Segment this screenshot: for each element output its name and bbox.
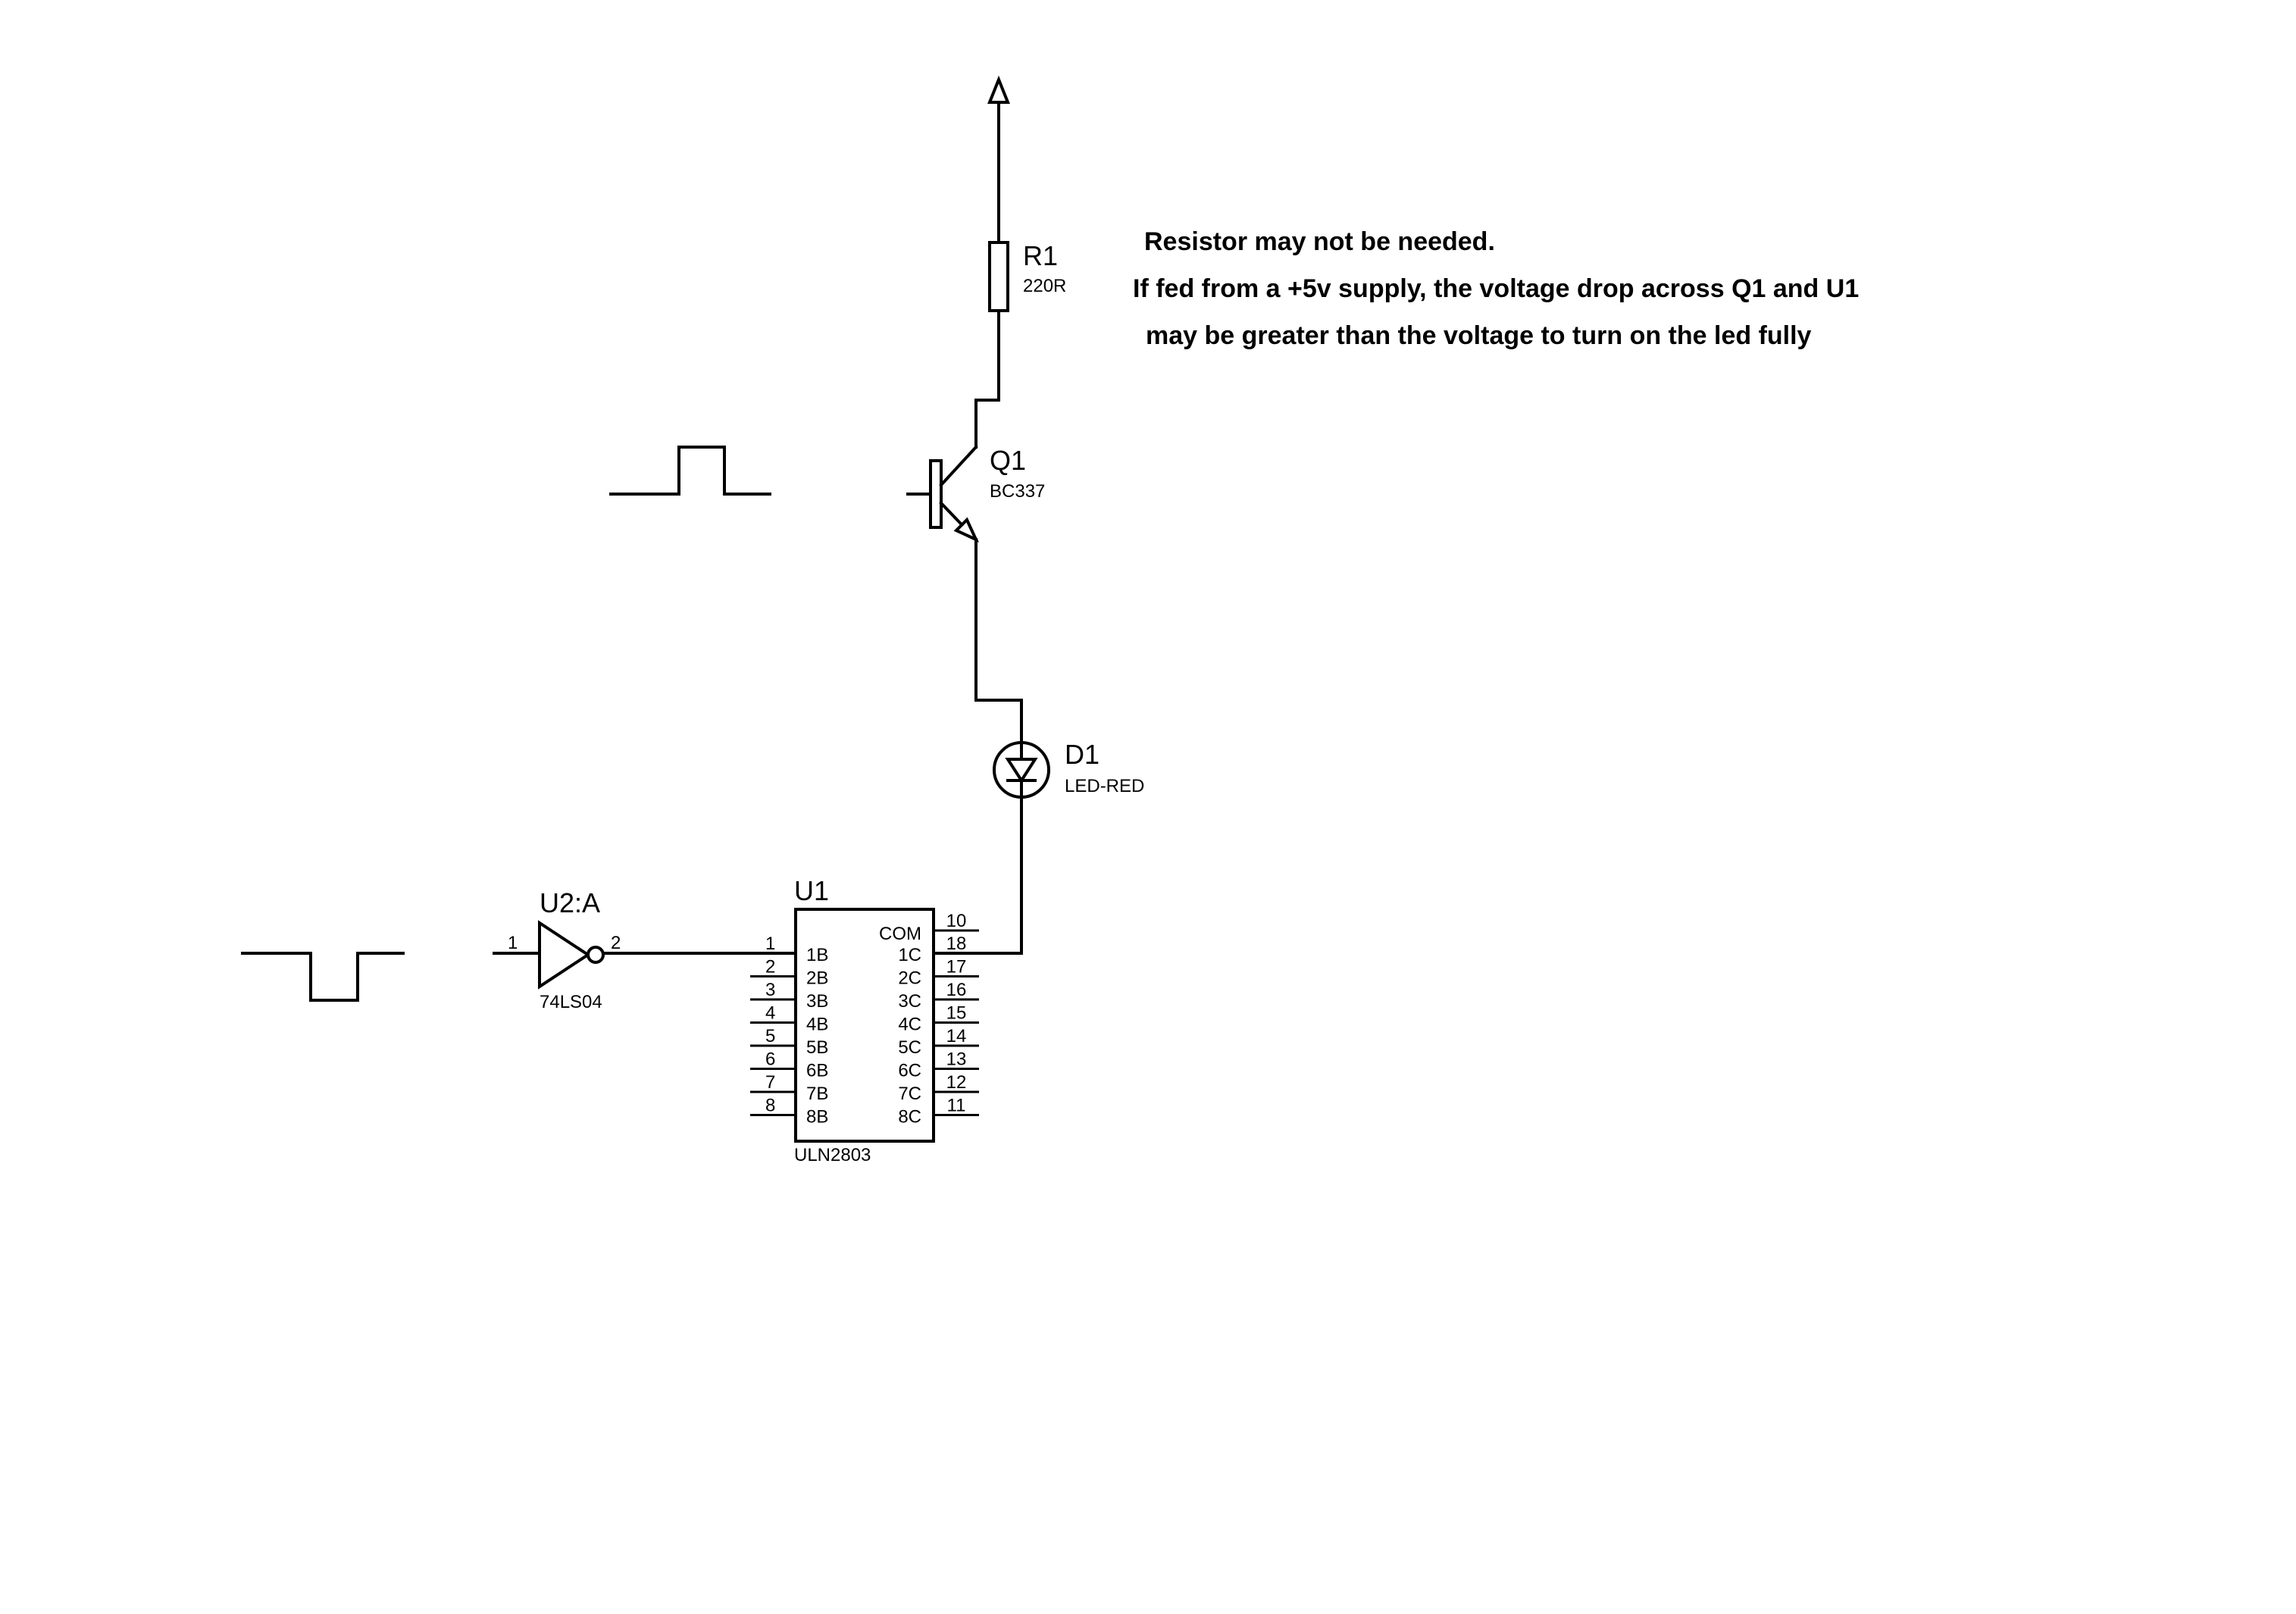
q1-emitter-arrow-icon	[953, 517, 980, 543]
u1-body	[794, 908, 935, 1143]
u1-output-pin-label: 5C	[898, 1037, 921, 1058]
u2-ref-label: U2:A	[540, 887, 600, 918]
ic-u1: U1 ULN2803 COM 10 1 1B 2 2B 3 3B 4 4B 5 5B 6 6B 7 7B 8…	[750, 875, 979, 1165]
power-arrow-icon	[987, 75, 1010, 104]
q1-value-label: BC337	[990, 481, 1045, 502]
u1-output-pin-label: 3C	[898, 991, 921, 1012]
u1-input-pin-label: 2B	[806, 968, 828, 989]
u1-ref-label: U1	[794, 875, 829, 906]
d1-value-label: LED-RED	[1065, 776, 1144, 796]
q1-base-bar	[929, 459, 943, 529]
u1-input-pin-label: 4B	[806, 1015, 828, 1035]
u1-input-pin-label: 1B	[806, 945, 828, 965]
u1-input-pin-number: 2	[765, 957, 775, 977]
u1-output-pin-number: 13	[946, 1049, 967, 1070]
resistor-body	[988, 241, 1009, 312]
note-line-3: may be greater than the voltage to turn …	[1146, 321, 1812, 350]
u1-value-label: ULN2803	[794, 1145, 871, 1165]
d1-ref-label: D1	[1065, 739, 1100, 770]
wire-r1-to-q1-collector	[974, 309, 1000, 449]
q1-collector-lead	[939, 445, 978, 487]
note-line-1: Resistor may not be needed.	[1144, 227, 1495, 256]
u1-input-pin-label: 5B	[806, 1037, 828, 1058]
u1-pins: 1 1B 2 2B 3 3B 4 4B 5 5B 6 6B 7 7B 8 8B 18 1C 17 2C 16 3C 15 4C…	[750, 934, 979, 1128]
transistor-q1: Q1 BC337	[906, 445, 1045, 543]
u1-input-pin-label: 8B	[806, 1107, 828, 1128]
power-terminal	[987, 75, 1010, 244]
u1-output-pin-label: 2C	[898, 968, 921, 989]
wire-q1-to-d1	[974, 538, 1023, 744]
negative-pulse-waveform	[241, 952, 405, 1002]
q1-ref-label: Q1	[990, 445, 1026, 476]
u1-output-pin-label: 1C	[898, 945, 921, 965]
u2-value-label: 74LS04	[540, 992, 602, 1012]
r1-ref-label: R1	[1023, 240, 1058, 271]
note-line-2: If fed from a +5v supply, the voltage dr…	[1133, 274, 1859, 303]
u1-output-pin-label: 4C	[898, 1015, 921, 1035]
resistor-r1: R1 220R	[988, 240, 1066, 312]
u1-output-pin-number: 12	[946, 1072, 967, 1093]
u1-input-pin-label: 7B	[806, 1084, 828, 1104]
u2-pin-out-label: 2	[611, 933, 621, 953]
u1-output-pin-label: 7C	[898, 1084, 921, 1104]
u1-output-pin-number: 11	[947, 1096, 966, 1116]
u1-output-pin-number: 14	[946, 1026, 967, 1046]
u1-input-pin-label: 3B	[806, 991, 828, 1012]
u1-input-pin-number: 5	[765, 1026, 775, 1046]
u1-output-pin-number: 17	[946, 957, 967, 977]
inverter-triangle-icon	[538, 920, 591, 990]
u2-pin-in-label: 1	[508, 933, 518, 953]
r1-value-label: 220R	[1023, 276, 1066, 296]
u1-com-label: COM	[879, 924, 921, 944]
positive-pulse-waveform	[609, 446, 771, 496]
u1-output-pin-number: 16	[946, 980, 967, 1000]
u1-input-pin-number: 8	[765, 1096, 775, 1116]
u1-input-pin-number: 7	[765, 1072, 775, 1093]
inverter-u2a: U2:A 74LS04 1 2	[493, 887, 621, 1012]
u1-output-pin-label: 6C	[898, 1061, 921, 1081]
u1-input-pin-number: 1	[765, 934, 775, 954]
design-notes: Resistor may not be needed. If fed from …	[1133, 227, 1859, 350]
u1-input-pin-number: 3	[765, 980, 775, 1000]
u1-output-pin-number: 15	[946, 1003, 967, 1024]
u1-input-pin-number: 6	[765, 1049, 775, 1070]
led-d1: D1 LED-RED	[993, 739, 1144, 799]
u1-output-pin-number: 18	[946, 934, 967, 954]
u1-input-pin-number: 4	[765, 1003, 775, 1024]
u1-com-pin-number: 10	[946, 911, 967, 931]
u1-output-pin-label: 8C	[898, 1107, 921, 1128]
u1-input-pin-label: 6B	[806, 1061, 828, 1081]
inverter-bubble-icon	[587, 946, 605, 964]
